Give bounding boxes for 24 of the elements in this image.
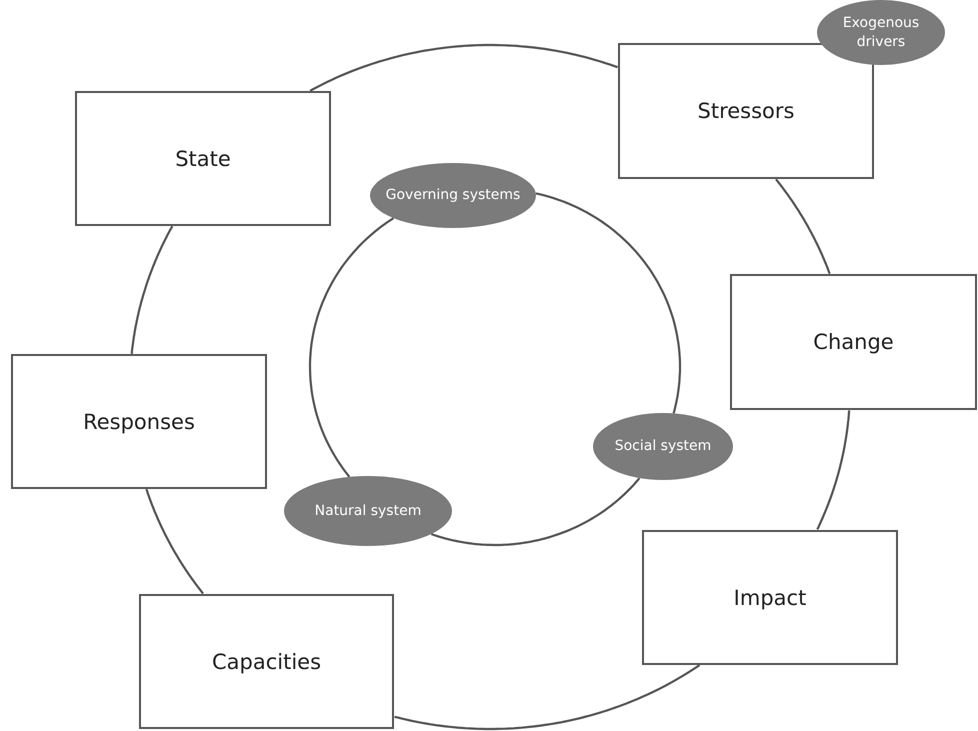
node-label: Governing systems [386, 186, 520, 205]
process-box [11, 354, 267, 489]
connector-arc [536, 192, 682, 414]
process-box [75, 91, 331, 226]
node-label: Responses [83, 410, 195, 434]
node-label: Natural system [314, 502, 422, 520]
connector-arc [394, 664, 700, 730]
connector-arc [308, 217, 394, 478]
connector-arc [130, 226, 174, 354]
process-box [139, 594, 394, 729]
connector-arc [816, 410, 850, 530]
process-box [730, 274, 977, 410]
connector-arc [145, 488, 204, 594]
connector-arc [775, 178, 831, 274]
node-label: Change [813, 330, 894, 354]
node-label: Exogenous drivers [842, 14, 920, 52]
node-label: State [175, 146, 231, 170]
node-label: Impact [734, 586, 806, 610]
node-label: Capacities [212, 650, 322, 674]
process-box [642, 530, 898, 665]
connector-arc [430, 478, 640, 546]
node-label: Stressors [698, 99, 794, 123]
node-label: Social system [614, 437, 712, 456]
connector-arc [310, 44, 618, 92]
